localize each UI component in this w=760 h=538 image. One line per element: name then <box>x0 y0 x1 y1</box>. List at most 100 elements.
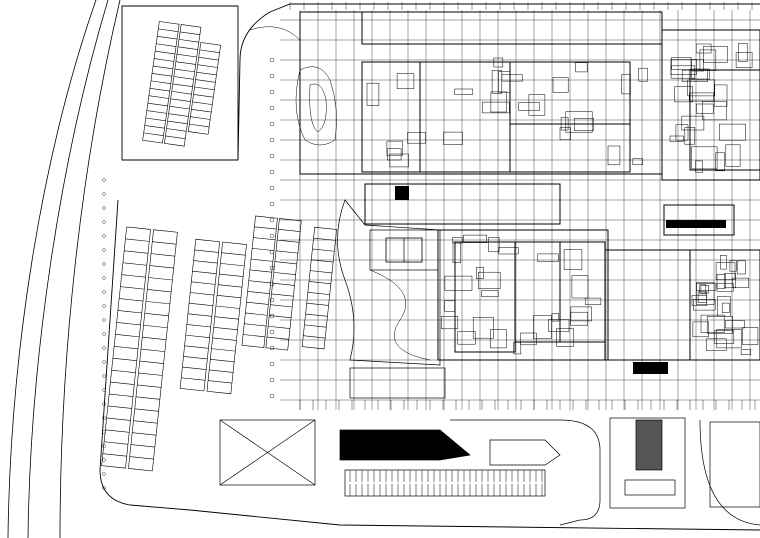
parking-stall-line <box>192 101 213 105</box>
parking-stall-line <box>167 120 188 125</box>
parking-stall-line <box>175 61 196 65</box>
room <box>692 321 709 338</box>
tree-symbol <box>102 234 106 238</box>
parking-stall-line <box>269 315 292 319</box>
room <box>482 101 510 114</box>
room <box>493 57 504 68</box>
parking-stall-line <box>151 253 175 257</box>
room <box>691 59 704 72</box>
parking-stall-line <box>147 289 172 293</box>
tree-symbol <box>269 377 275 383</box>
tree-symbol <box>102 458 106 462</box>
parking-stall-line <box>210 358 235 363</box>
parking-stall-line <box>153 65 173 70</box>
parking-stall-line <box>189 123 210 128</box>
tree-symbol <box>102 178 106 182</box>
parking-stall-line <box>180 31 200 36</box>
parking-stall-line <box>116 322 141 326</box>
parking-stall-line <box>191 281 216 285</box>
room <box>695 160 703 173</box>
parking-stall-line <box>248 280 271 284</box>
room <box>738 43 748 62</box>
parking-stall-line <box>189 302 213 306</box>
room <box>444 275 473 291</box>
room <box>621 74 631 95</box>
tree-symbol <box>102 374 106 378</box>
room <box>533 315 552 339</box>
parking-stall-line <box>195 79 216 83</box>
parking-stall-line <box>253 237 276 241</box>
parking-stall-line <box>198 56 219 61</box>
parking-stall-line <box>176 53 197 58</box>
room <box>488 237 500 253</box>
parking-stall-line <box>208 380 232 384</box>
tree-symbol <box>269 361 275 367</box>
tree-symbol <box>102 262 106 266</box>
room <box>490 91 507 113</box>
room <box>551 313 559 322</box>
parking-stall-line <box>277 239 300 243</box>
tree-symbol <box>269 393 275 399</box>
room <box>366 82 380 106</box>
parking-stall-line <box>272 282 295 286</box>
room <box>693 299 716 311</box>
room <box>513 342 522 355</box>
tree-symbol <box>102 220 106 224</box>
parking-stall-line <box>168 113 189 117</box>
parking-stall-line <box>165 135 186 140</box>
parking-stall-line <box>218 284 243 288</box>
tree-symbol <box>269 297 275 303</box>
tree-symbol <box>102 486 106 490</box>
room <box>732 277 749 288</box>
tree-symbol <box>102 388 106 392</box>
parking-stall-line <box>105 429 130 433</box>
parking-stall-line <box>271 293 294 297</box>
parking-stall-line <box>121 274 146 278</box>
parking-outline <box>301 226 337 350</box>
room <box>443 131 463 145</box>
parking-stall-line <box>144 313 169 317</box>
room <box>740 349 752 355</box>
parking-stall-line <box>151 73 172 77</box>
parking-stall-line <box>209 369 234 373</box>
tree-symbol <box>269 313 275 319</box>
parking-stall-line <box>304 324 327 328</box>
parking-stall-line <box>245 312 268 316</box>
parking-stall-line <box>129 456 154 460</box>
room <box>703 46 728 63</box>
parking-stall-line <box>219 273 244 277</box>
parking-stall-line <box>221 252 246 256</box>
tree-symbol <box>102 304 106 308</box>
parking-stall-line <box>169 105 190 110</box>
room <box>696 103 714 114</box>
room <box>681 115 705 131</box>
parking-stall-line <box>145 117 166 122</box>
room <box>714 84 728 107</box>
parking-stall-line <box>133 420 158 424</box>
room <box>670 65 696 79</box>
room <box>528 94 546 116</box>
room <box>724 273 736 289</box>
parking-stall-line <box>191 108 212 113</box>
tree-symbol <box>269 57 275 63</box>
parking-stall-line <box>199 49 220 53</box>
room <box>454 88 474 95</box>
parking-stall-line <box>212 337 237 341</box>
room <box>537 253 559 262</box>
room <box>563 249 583 270</box>
room <box>725 320 745 329</box>
room <box>702 101 727 121</box>
room <box>706 316 734 334</box>
tree-symbol <box>269 217 275 223</box>
room <box>584 297 602 305</box>
parking-stall-line <box>146 110 167 114</box>
parking-stall-line <box>193 260 218 264</box>
room <box>481 290 499 297</box>
parking-stall-line <box>186 324 211 328</box>
room <box>719 123 746 141</box>
tree-symbol <box>102 360 106 364</box>
room <box>669 135 684 142</box>
room <box>556 328 574 347</box>
parking-stall-line <box>155 50 176 55</box>
